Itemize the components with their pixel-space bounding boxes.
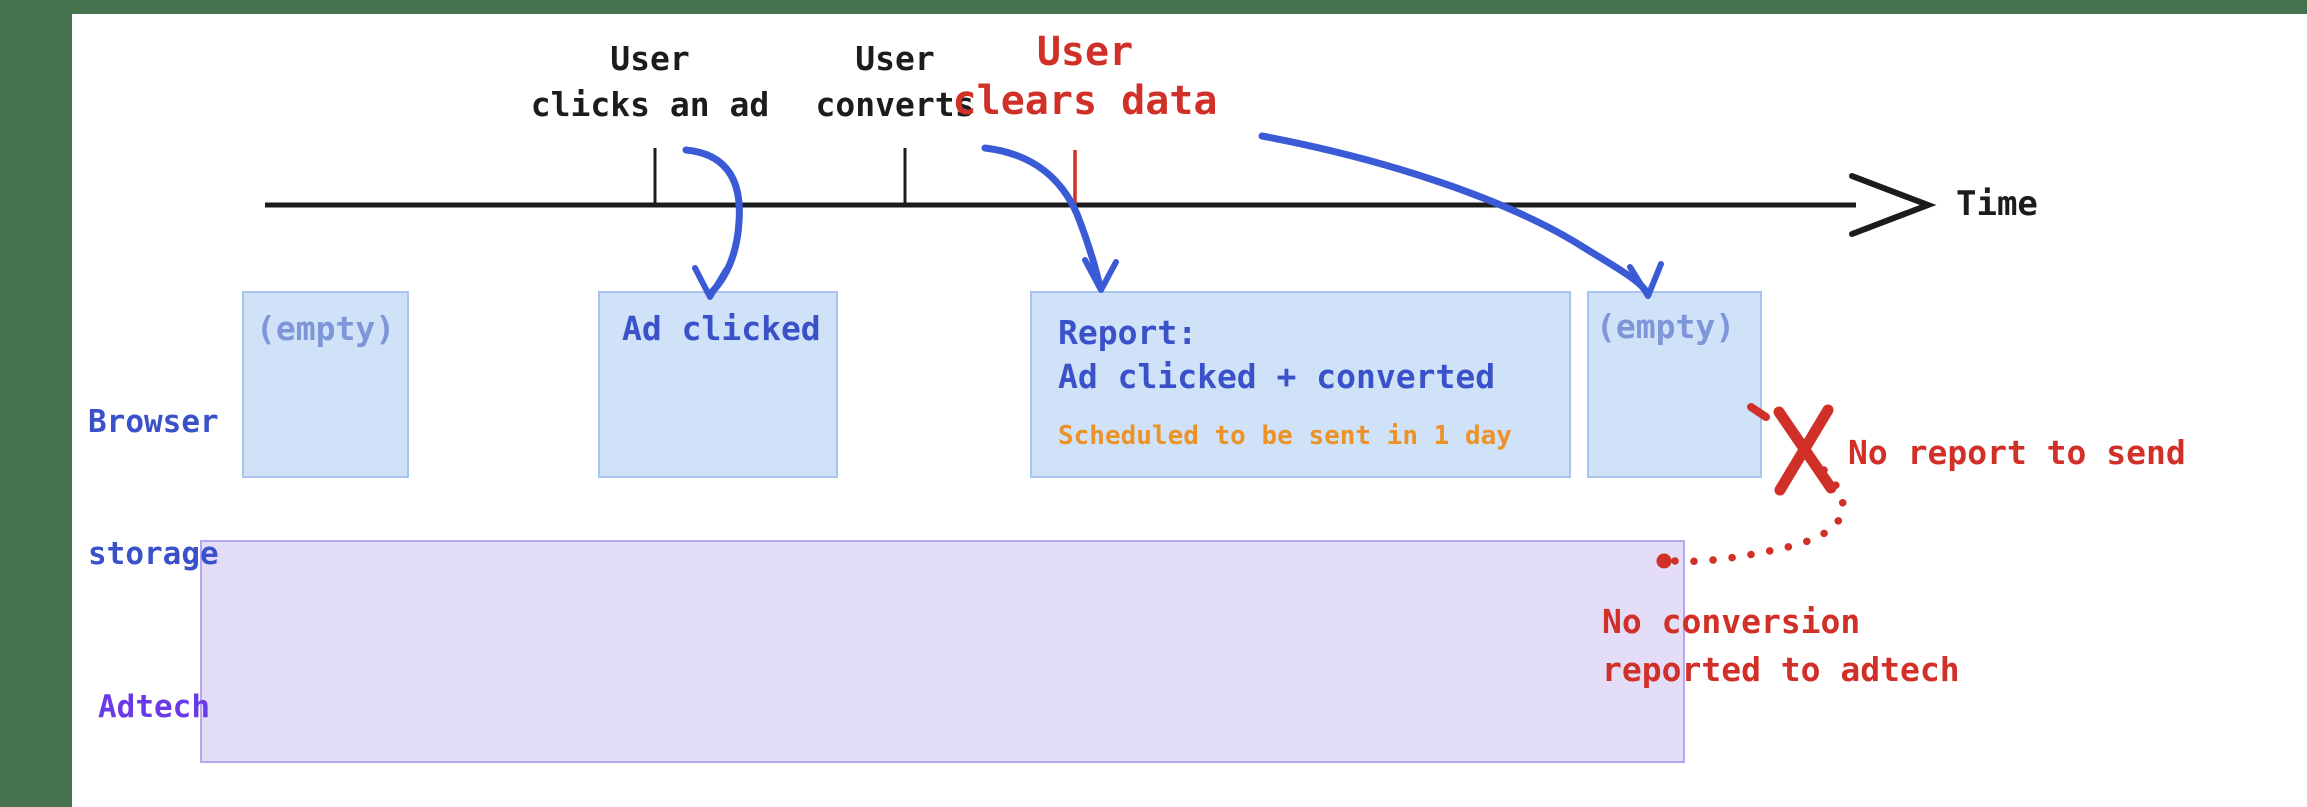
storage-box-text: Ad clicked xyxy=(622,309,821,348)
storage-box-empty-1: (empty) xyxy=(242,291,409,478)
storage-box-ad-clicked: Ad clicked xyxy=(598,291,838,478)
arrow-convert-to-storage xyxy=(981,144,1104,291)
event-label-converts: User converts xyxy=(816,36,975,128)
arrow-clear-to-storage xyxy=(1258,132,1651,297)
no-report-annotation: No report to send xyxy=(1848,433,2186,472)
time-axis-label: Time xyxy=(1956,184,2038,224)
frame-left-border xyxy=(0,0,72,807)
event-label-line: User xyxy=(610,39,690,78)
event-label-line: clicks an ad xyxy=(530,85,770,124)
no-conversion-line: No conversion xyxy=(1602,602,1861,641)
storage-box-text: Report: xyxy=(1058,313,1198,352)
event-label-clicks-ad: User clicks an ad xyxy=(531,36,769,128)
dotted-trail xyxy=(1662,466,1847,566)
event-label-line: clears data xyxy=(952,78,1218,124)
storage-box-schedule-note: Scheduled to be sent in 1 day xyxy=(1058,421,1512,451)
frame-top-border xyxy=(0,0,2307,14)
storage-box-text: Ad clicked + converted xyxy=(1058,357,1496,396)
storage-box-text: (empty) xyxy=(1596,307,1736,346)
event-label-line: User xyxy=(855,39,935,78)
event-label-line: converts xyxy=(815,85,975,124)
row-label-line: storage xyxy=(88,536,219,572)
row-label-browser-storage: Browser storage xyxy=(88,312,219,664)
row-label-adtech-server: Adtech server xyxy=(98,582,210,807)
red-x-icon xyxy=(1773,404,1837,496)
row-label-line: Adtech xyxy=(98,689,210,725)
event-label-clears-data: User clears data xyxy=(953,28,1218,126)
arrow-click-to-storage xyxy=(682,146,743,298)
storage-box-empty-2: (empty) xyxy=(1587,291,1762,478)
row-label-line: Browser xyxy=(88,404,219,440)
event-label-line: User xyxy=(1036,29,1134,75)
no-conversion-annotation: No conversion reported to adtech xyxy=(1602,598,1960,694)
storage-box-text: (empty) xyxy=(256,309,396,348)
no-conversion-line: reported to adtech xyxy=(1602,650,1960,689)
timeline-arrowhead-icon xyxy=(1849,173,1937,237)
storage-box-report: Report: Ad clicked + converted Scheduled… xyxy=(1030,291,1571,478)
arrowhead-convert-icon xyxy=(1082,257,1119,293)
adtech-server-box xyxy=(200,540,1685,763)
